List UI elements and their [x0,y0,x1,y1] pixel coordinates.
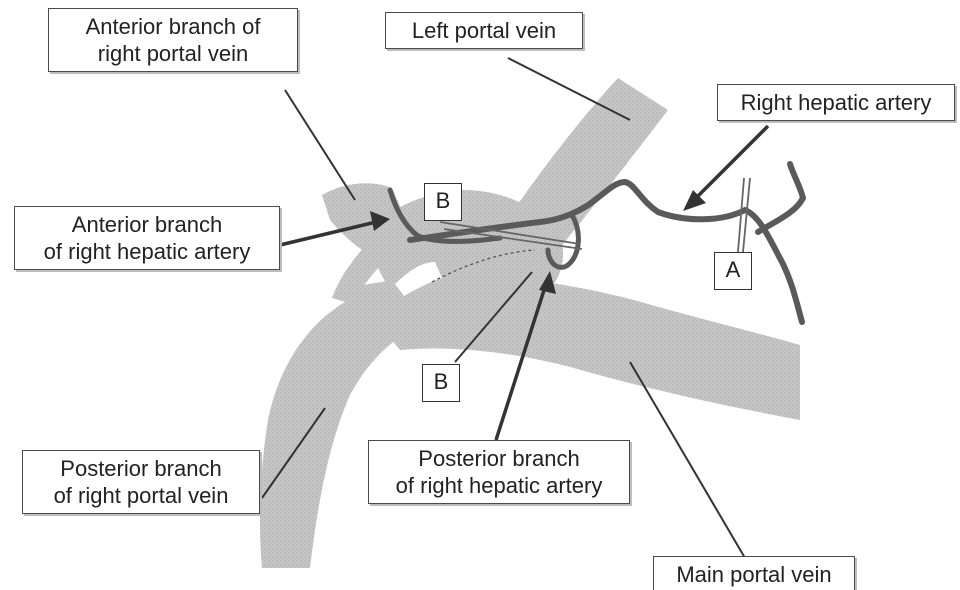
marker-b-lower: B [422,364,460,402]
label-anterior-branch-right-hepatic-artery: Anterior branch of right hepatic artery [14,206,280,270]
label-posterior-branch-right-hepatic-artery: Posterior branch of right hepatic artery [368,440,630,504]
artery-side-branch-shape [758,164,803,232]
label-anterior-branch-right-portal-vein: Anterior branch of right portal vein [48,8,298,72]
label-left-portal-vein: Left portal vein [385,12,583,49]
label-right-hepatic-artery: Right hepatic artery [717,84,955,121]
marker-b-upper: B [424,183,462,221]
marker-a: A [714,252,752,290]
posterior-branch-right-portal-vein-shape [260,292,420,568]
anterior-branch-right-portal-vein-shape [322,183,412,252]
leader-right-hepatic-artery [690,126,768,204]
label-main-portal-vein: Main portal vein [653,556,855,590]
leader-anterior-branch-right-portal-vein [285,90,355,200]
label-posterior-branch-right-portal-vein: Posterior branch of right portal vein [22,450,260,514]
